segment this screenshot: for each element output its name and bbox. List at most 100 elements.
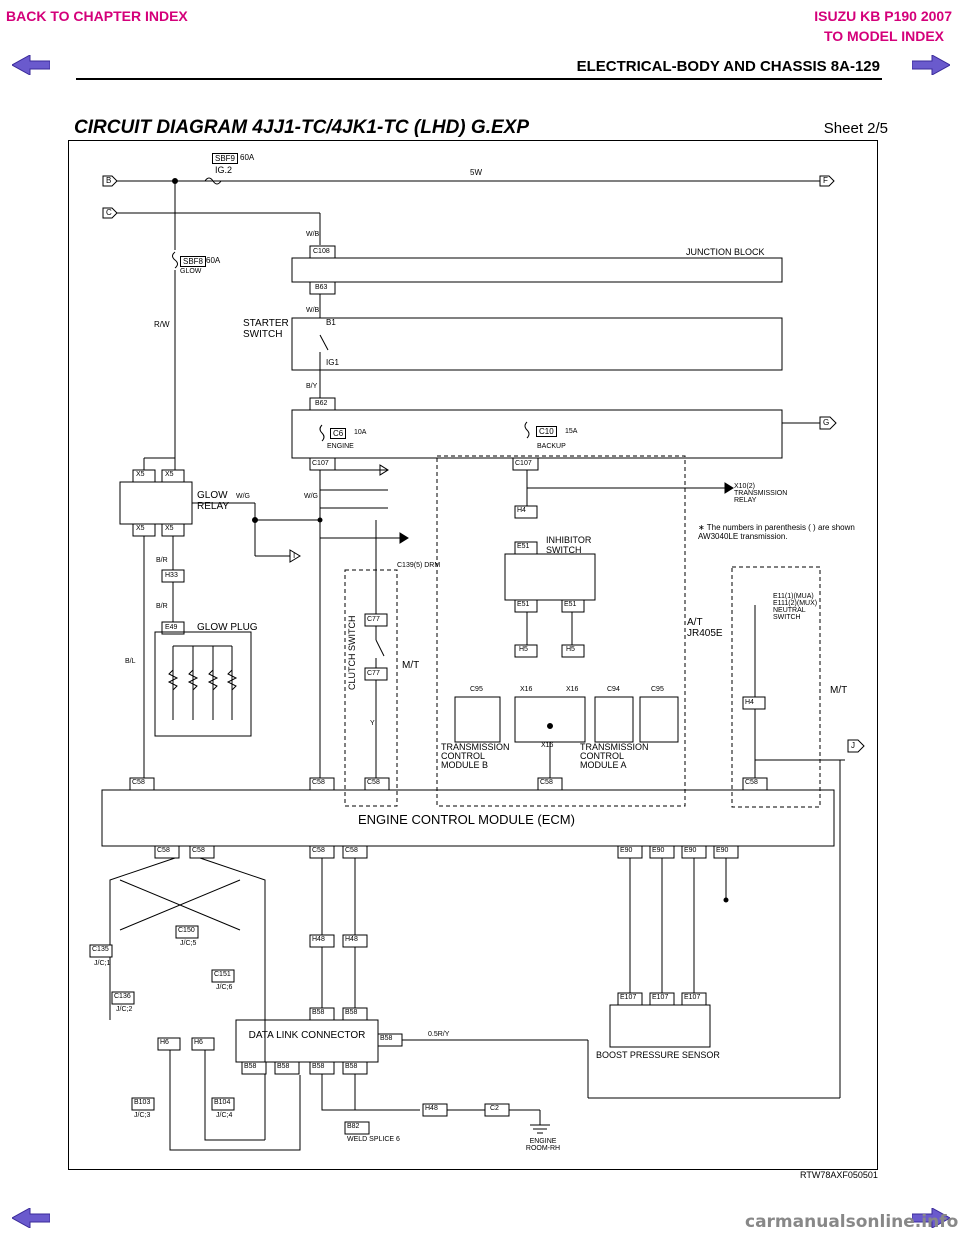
conn-h5-b: H5 bbox=[566, 646, 575, 653]
conn-b63: B63 bbox=[315, 284, 328, 291]
watermark-text: carmanualsonline.info bbox=[745, 1212, 959, 1232]
conn-e51-a: E51 bbox=[517, 543, 530, 550]
boost-sensor-label: BOOST PRESSURE SENSOR bbox=[596, 1050, 720, 1060]
prev-page-arrow-icon[interactable] bbox=[12, 55, 50, 75]
conn-x16-a: X16 bbox=[520, 686, 533, 693]
page-title: CIRCUIT DIAGRAM 4JJ1-TC/4JK1-TC (LHD) G.… bbox=[74, 117, 529, 138]
conn-c135: C135 bbox=[92, 946, 109, 953]
conn-b104: B104 bbox=[214, 1099, 231, 1106]
drm-label: C139(5) DRM bbox=[397, 562, 441, 569]
wire-w-b-top: W/B bbox=[306, 231, 320, 238]
conn-h4-b: H4 bbox=[745, 699, 754, 706]
jc4-label: J/C;4 bbox=[216, 1112, 233, 1119]
conn-e49: E49 bbox=[165, 624, 178, 631]
conn-e51-c: E51 bbox=[564, 601, 577, 608]
conn-x5-c: X5 bbox=[136, 525, 145, 532]
conn-c95-b: C95 bbox=[651, 686, 664, 693]
diagram-frame bbox=[68, 140, 878, 1170]
engine-room-label: ENGINE ROOM-RH bbox=[525, 1138, 561, 1152]
conn-c107-right: C107 bbox=[515, 460, 532, 467]
glow-relay-label: GLOW RELAY bbox=[197, 490, 230, 512]
fuse-sbf9-label: SBF9 bbox=[212, 153, 239, 164]
conn-b103: B103 bbox=[134, 1099, 151, 1106]
to-model-index-link[interactable]: TO MODEL INDEX bbox=[823, 28, 944, 44]
conn-c150: C150 bbox=[178, 927, 195, 934]
conn-c58-a: C58 bbox=[132, 779, 145, 786]
diagram-code: RTW78AXF050501 bbox=[800, 1170, 878, 1180]
wire-b-r-a: B/R bbox=[156, 557, 168, 564]
conn-c58-e: C58 bbox=[745, 779, 758, 786]
offpage-c: C bbox=[106, 208, 112, 217]
mt-label-neutral: M/T bbox=[830, 685, 848, 696]
clutch-switch-label: CLUTCH SWITCH bbox=[347, 615, 357, 691]
conn-c58-h: C58 bbox=[312, 847, 325, 854]
tcm-b-label: TRANSMISSION CONTROL MODULE B bbox=[441, 742, 510, 770]
conn-c58-b: C58 bbox=[312, 779, 325, 786]
conn-b82: B82 bbox=[347, 1123, 360, 1130]
jc2-label: J/C;2 bbox=[116, 1006, 133, 1013]
inhibitor-switch-label: INHIBITOR SWITCH bbox=[546, 535, 592, 555]
conn-h33: H33 bbox=[165, 572, 178, 579]
starter-ig1: IG1 bbox=[326, 358, 339, 367]
conn-e90-b: E90 bbox=[652, 847, 665, 854]
sheet-number: Sheet 2/5 bbox=[823, 120, 888, 137]
back-to-chapter-link[interactable]: BACK TO CHAPTER INDEX bbox=[6, 8, 188, 24]
conn-c58-f: C58 bbox=[157, 847, 170, 854]
fuse-c10-name: BACKUP bbox=[537, 443, 566, 450]
fuse-sbf8-label: SBF8 bbox=[180, 256, 207, 267]
fuse-sbf9-rating: 60A bbox=[240, 153, 255, 162]
conn-c58-c: C58 bbox=[367, 779, 380, 786]
wire-r-w: R/W bbox=[154, 320, 170, 329]
data-link-connector-label: DATA LINK CONNECTOR bbox=[248, 1030, 366, 1041]
wire-w-b-bottom: W/B bbox=[306, 307, 320, 314]
glow-plug-label: GLOW PLUG bbox=[197, 622, 258, 633]
conn-b58-f: B58 bbox=[312, 1063, 325, 1070]
conn-e90-d: E90 bbox=[716, 847, 729, 854]
parenthesis-note: ∗ The numbers in parenthesis ( ) are sho… bbox=[698, 523, 855, 541]
next-page-arrow-icon[interactable] bbox=[912, 55, 950, 75]
fuse-c6-label: C6 bbox=[330, 428, 347, 439]
wire-w-g: W/G bbox=[304, 493, 318, 500]
conn-e107-a: E107 bbox=[620, 994, 637, 1001]
section-header: ELECTRICAL-BODY AND CHASSIS 8A-129 bbox=[576, 58, 880, 75]
prev-page-bottom-arrow-icon[interactable] bbox=[12, 1208, 50, 1228]
jc3-label: J/C;3 bbox=[134, 1112, 151, 1119]
conn-e90-c: E90 bbox=[684, 847, 697, 854]
model-title: ISUZU KB P190 2007 bbox=[814, 8, 952, 24]
conn-h48-c: H48 bbox=[425, 1105, 438, 1112]
wire-b-l: B/L bbox=[125, 658, 136, 665]
conn-b58-g: B58 bbox=[345, 1063, 358, 1070]
wire-w-g-relay: W/G bbox=[236, 493, 250, 500]
main-bus-wire-label: 5W bbox=[470, 168, 482, 177]
mt-label-clutch: M/T bbox=[402, 660, 420, 671]
conn-e51-b: E51 bbox=[517, 601, 530, 608]
conn-c95-a: C95 bbox=[470, 686, 483, 693]
conn-h6-a: H6 bbox=[160, 1039, 169, 1046]
junction-block-label: JUNCTION BLOCK bbox=[686, 247, 765, 257]
conn-e107-b: E107 bbox=[652, 994, 669, 1001]
conn-x16-b: X16 bbox=[566, 686, 579, 693]
conn-b58-c: B58 bbox=[380, 1035, 393, 1042]
offpage-f: F bbox=[823, 176, 828, 185]
conn-c107-left: C107 bbox=[312, 460, 329, 467]
conn-b58-d: B58 bbox=[244, 1063, 257, 1070]
wire-b-y: B/Y bbox=[306, 383, 318, 390]
conn-x5-a: X5 bbox=[136, 471, 145, 478]
header-rule bbox=[76, 78, 882, 80]
conn-b58-b: B58 bbox=[345, 1009, 358, 1016]
conn-e90-a: E90 bbox=[620, 847, 633, 854]
jc1-label: J/C;1 bbox=[94, 960, 111, 967]
weld-splice-label: WELD SPLICE 6 bbox=[347, 1136, 400, 1143]
at-label: A/T JR405E bbox=[687, 617, 723, 639]
offpage-g: G bbox=[823, 418, 830, 427]
conn-c2: C2 bbox=[490, 1105, 499, 1112]
jc5-label: J/C;5 bbox=[180, 940, 197, 947]
next-page-bottom-arrow-icon[interactable] bbox=[912, 1208, 950, 1228]
conn-c108: C108 bbox=[313, 248, 330, 255]
wire-y: Y bbox=[370, 720, 375, 727]
conn-e107-c: E107 bbox=[684, 994, 701, 1001]
tcm-a-label: TRANSMISSION CONTROL MODULE A bbox=[580, 742, 649, 770]
conn-h48-b: H48 bbox=[345, 936, 358, 943]
offpage-b: B bbox=[106, 176, 112, 185]
conn-c58-i: C58 bbox=[345, 847, 358, 854]
